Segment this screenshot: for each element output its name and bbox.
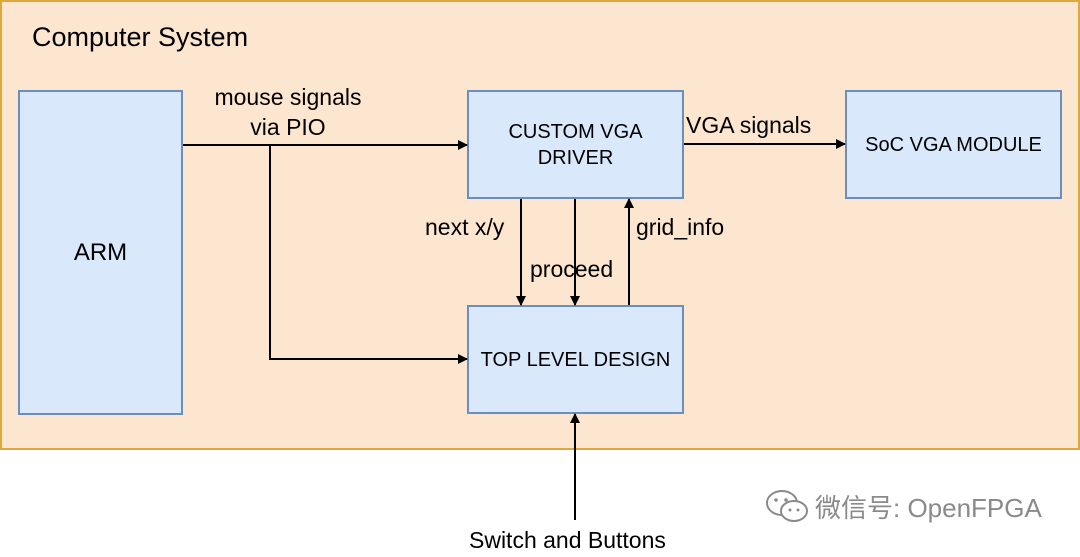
watermark-text: 微信号: OpenFPGA: [815, 493, 1042, 523]
watermark: 微信号: OpenFPGA: [765, 488, 1042, 525]
proceed-label: proceed: [530, 256, 614, 282]
arm-block: ARM: [18, 90, 183, 415]
vga-driver-label: CUSTOM VGA DRIVER: [508, 120, 643, 169]
next-xy-label: next x/y: [425, 214, 505, 240]
container-title: Computer System: [32, 22, 249, 52]
wechat-icon: [766, 489, 808, 522]
top-level-label: TOP LEVEL DESIGN: [480, 348, 671, 371]
vga-signals-label: VGA signals: [686, 112, 812, 138]
top-level-design-block: TOP LEVEL DESIGN: [467, 305, 684, 414]
mouse-signals-label: mouse signals via PIO: [214, 84, 362, 140]
soc-vga-label: SoC VGA MODULE: [865, 133, 1042, 156]
arm-label: ARM: [73, 238, 128, 266]
arrow-arm-to-top-level: [269, 145, 468, 364]
grid-info-label: grid_info: [636, 214, 725, 240]
switch-buttons-label: Switch and Buttons: [469, 527, 666, 553]
soc-vga-module-block: SoC VGA MODULE: [845, 90, 1062, 199]
custom-vga-driver-block: CUSTOM VGA DRIVER: [467, 90, 684, 199]
